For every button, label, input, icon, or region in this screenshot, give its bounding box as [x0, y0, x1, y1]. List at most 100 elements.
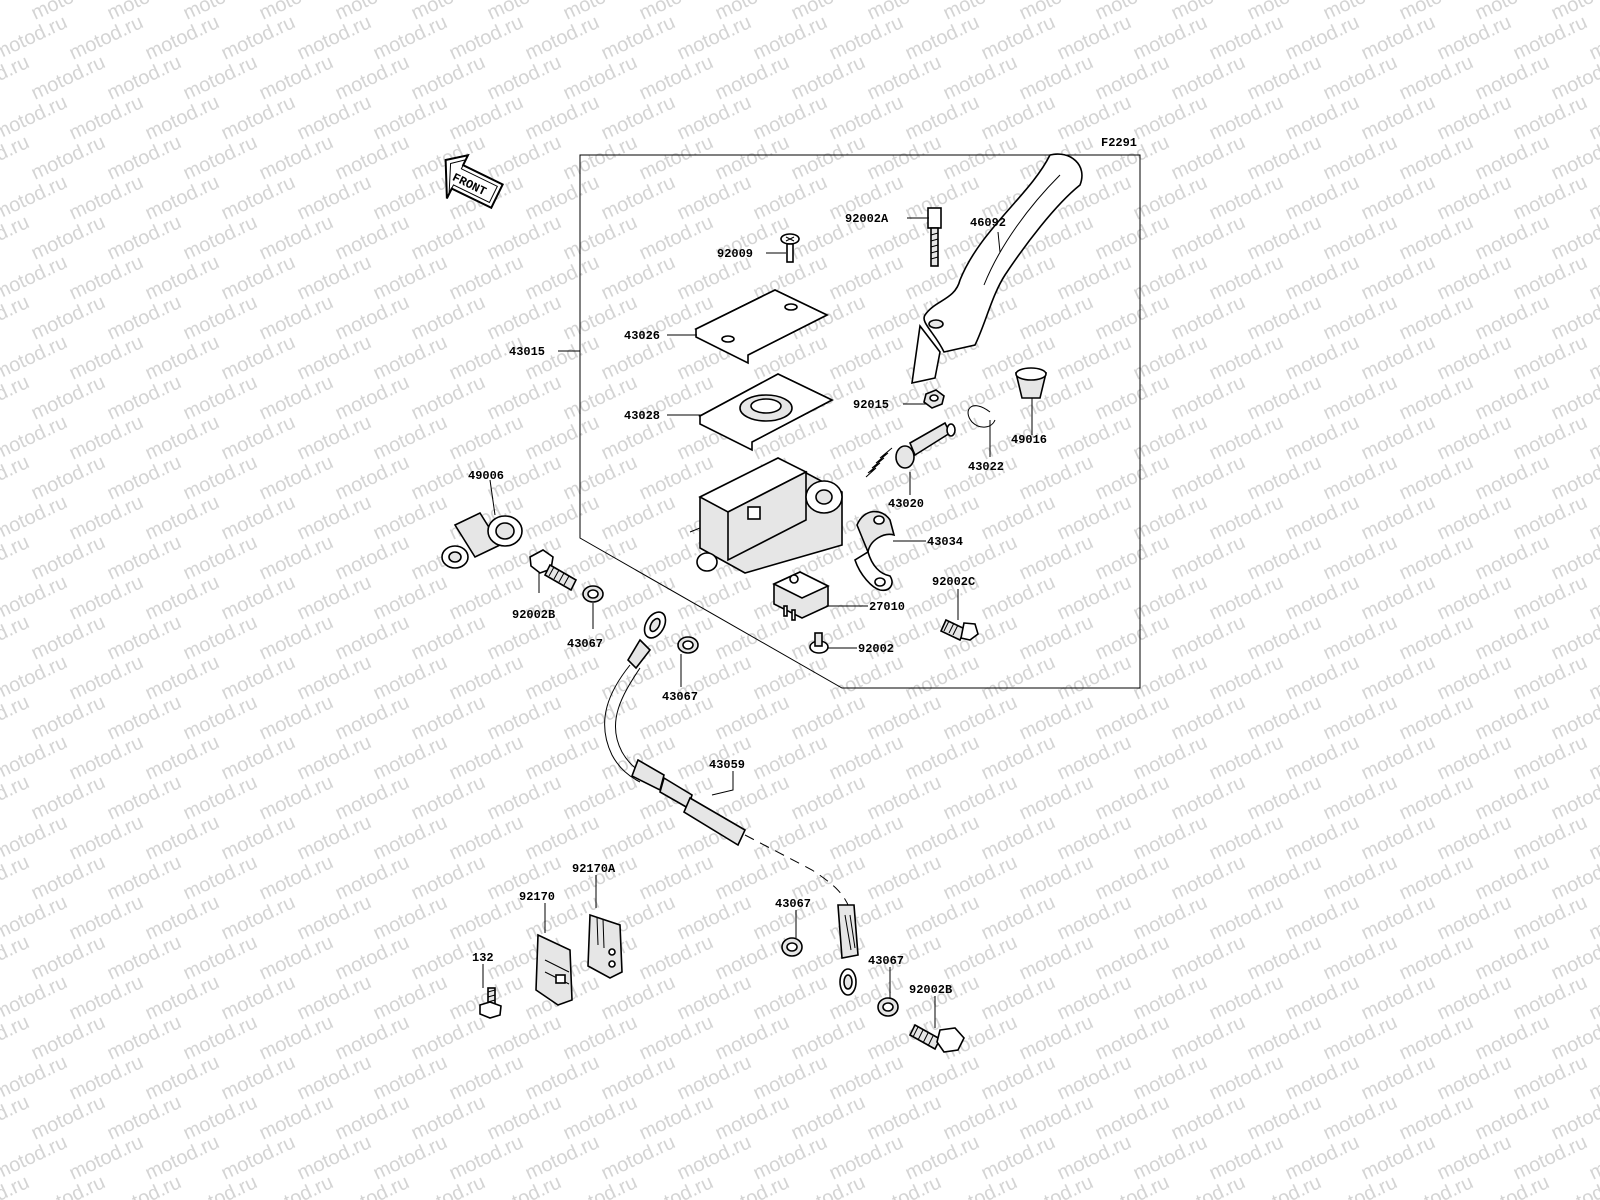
watermark-text: motod.ru [750, 1131, 831, 1184]
watermark-text: motod.ru [370, 171, 451, 224]
watermark-text: motod.ru [28, 371, 109, 424]
watermark-text: motod.ru [598, 971, 679, 1024]
watermark-text: motod.ru [0, 51, 33, 104]
watermark-text: motod.ru [142, 731, 223, 784]
watermark-text: motod.ru [1054, 411, 1135, 464]
watermark-text: motod.ru [1282, 1131, 1363, 1184]
watermark-text: motod.ru [598, 571, 679, 624]
watermark-text: motod.ru [1472, 1091, 1553, 1144]
watermark-text: motod.ru [28, 531, 109, 584]
watermark-text: motod.ru [1396, 611, 1477, 664]
watermark-text: motod.ru [1320, 1091, 1401, 1144]
part-92170-clip [535, 933, 573, 1006]
watermark-text: motod.ru [978, 11, 1059, 64]
watermark-text: motod.ru [1282, 971, 1363, 1024]
label-43059: 43059 [709, 758, 745, 772]
watermark-text: motod.ru [0, 611, 33, 664]
watermark-text: motod.ru [1510, 731, 1591, 784]
watermark-text: motod.ru [1130, 491, 1211, 544]
watermark-text: motod.ru [142, 171, 223, 224]
watermark-text: motod.ru [1130, 171, 1211, 224]
watermark-text: motod.ru [1206, 971, 1287, 1024]
watermark-text: motod.ru [826, 1051, 907, 1104]
watermark-text: motod.ru [1244, 51, 1325, 104]
watermark-text: motod.ru [104, 1091, 185, 1144]
watermark-text: motod.ru [1510, 91, 1591, 144]
watermark-text: motod.ru [484, 211, 565, 264]
watermark-text: motod.ru [294, 891, 375, 944]
watermark-text: motod.ru [218, 251, 299, 304]
watermark-text: motod.ru [712, 611, 793, 664]
watermark-text: motod.ru [1472, 691, 1553, 744]
label-43015: 43015 [509, 345, 545, 359]
watermark-text: motod.ru [256, 931, 337, 984]
watermark-text: motod.ru [1206, 571, 1287, 624]
watermark-text: motod.ru [826, 891, 907, 944]
watermark-text: motod.ru [598, 11, 679, 64]
watermark-text: motod.ru [788, 611, 869, 664]
watermark-text: motod.ru [1586, 411, 1600, 464]
watermark-text: motod.ru [1320, 211, 1401, 264]
watermark-text: motod.ru [1168, 1091, 1249, 1144]
watermark-text: motod.ru [1282, 491, 1363, 544]
watermark-text: motod.ru [1092, 291, 1173, 344]
watermark-text: motod.ru [902, 891, 983, 944]
watermark-text: motod.ru [1054, 491, 1135, 544]
watermark-text: motod.ru [1016, 531, 1097, 584]
watermark-text: motod.ru [1510, 571, 1591, 624]
watermark-text: motod.ru [522, 651, 603, 704]
watermark-text: motod.ru [332, 51, 413, 104]
watermark-text: motod.ru [66, 171, 147, 224]
watermark-text: motod.ru [1320, 1171, 1401, 1200]
watermark-text: motod.ru [256, 291, 337, 344]
watermark-text: motod.ru [1054, 1051, 1135, 1104]
label-92002c: 92002C [932, 575, 975, 589]
watermark-text: motod.ru [1206, 491, 1287, 544]
watermark-text: motod.ru [560, 451, 641, 504]
watermark-text: motod.ru [1244, 691, 1325, 744]
watermark-text: motod.ru [1434, 971, 1515, 1024]
watermark-text: motod.ru [826, 251, 907, 304]
watermark-text: motod.ru [408, 1091, 489, 1144]
watermark-text: motod.ru [256, 851, 337, 904]
watermark-text: motod.ru [370, 251, 451, 304]
watermark-text: motod.ru [1206, 331, 1287, 384]
watermark-text: motod.ru [1206, 1131, 1287, 1184]
watermark-text: motod.ru [560, 771, 641, 824]
watermark-text: motod.ru [1130, 411, 1211, 464]
watermark-text: motod.ru [1054, 571, 1135, 624]
watermark-text: motod.ru [218, 491, 299, 544]
watermark-text: motod.ru [1168, 771, 1249, 824]
watermark-text: motod.ru [1130, 251, 1211, 304]
watermark-text: motod.ru [1054, 891, 1135, 944]
watermark-text: motod.ru [712, 1171, 793, 1200]
watermark-text: motod.ru [1396, 451, 1477, 504]
watermark-text: motod.ru [978, 811, 1059, 864]
label-92170: 92170 [519, 890, 555, 904]
watermark-text: motod.ru [294, 971, 375, 1024]
watermark-text: motod.ru [1244, 131, 1325, 184]
watermark-text: motod.ru [1358, 1131, 1439, 1184]
watermark-text: motod.ru [1206, 11, 1287, 64]
watermark-text: motod.ru [1206, 811, 1287, 864]
watermark-text: motod.ru [1510, 491, 1591, 544]
watermark-text: motod.ru [1244, 451, 1325, 504]
watermark-text: motod.ru [1168, 691, 1249, 744]
watermark-text: motod.ru [142, 331, 223, 384]
watermark-text: motod.ru [180, 371, 261, 424]
watermark-text: motod.ru [1320, 51, 1401, 104]
watermark-text: motod.ru [864, 691, 945, 744]
label-46092: 46092 [970, 216, 1006, 230]
watermark-text: motod.ru [1016, 1171, 1097, 1200]
watermark-text: motod.ru [180, 1171, 261, 1200]
watermark-text: motod.ru [1434, 171, 1515, 224]
label-43022: 43022 [968, 460, 1004, 474]
watermark-text: motod.ru [598, 251, 679, 304]
watermark-text: motod.ru [1358, 971, 1439, 1024]
watermark-text: motod.ru [1472, 611, 1553, 664]
watermark-text: motod.ru [1358, 891, 1439, 944]
watermark-text: motod.ru [1130, 331, 1211, 384]
watermark-text: motod.ru [1396, 531, 1477, 584]
watermark-text: motod.ru [978, 731, 1059, 784]
watermark-text: motod.ru [1396, 371, 1477, 424]
